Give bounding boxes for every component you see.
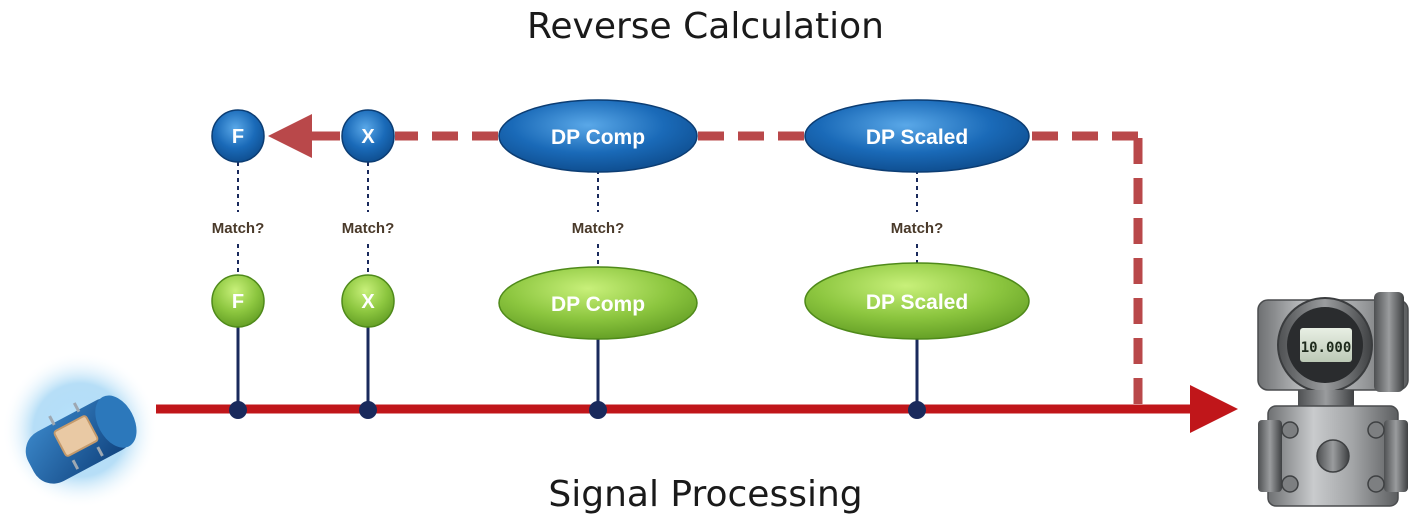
- reverse-calculation-arrow: [312, 131, 1143, 404]
- tap-points: [229, 401, 926, 419]
- reverse-node-dp-scaled: DP Scaled: [804, 99, 1030, 173]
- signal-taps: [236, 326, 919, 410]
- svg-text:X: X: [361, 126, 375, 148]
- sensor-chip-icon: [2, 352, 158, 508]
- match-label-x: Match?: [342, 220, 395, 237]
- svg-text:DP Comp: DP Comp: [551, 293, 645, 316]
- forward-node-dp-comp: DP Comp: [498, 266, 698, 340]
- transmitter-display: 10.000: [1301, 340, 1352, 356]
- pressure-transmitter-icon: 10.000: [1257, 292, 1409, 507]
- tap-point-x: [359, 401, 377, 419]
- svg-text:DP Comp: DP Comp: [551, 126, 645, 149]
- signal-processing-arrow: [156, 385, 1238, 433]
- reverse-arrowhead: [268, 114, 312, 158]
- reverse-calculation-title: Reverse Calculation: [527, 6, 884, 47]
- svg-text:X: X: [361, 291, 375, 313]
- forward-node-x: X: [341, 274, 395, 328]
- tap-point-f: [229, 401, 247, 419]
- match-connectors: [237, 162, 918, 276]
- svg-text:F: F: [232, 291, 244, 313]
- svg-text:DP Scaled: DP Scaled: [866, 126, 968, 149]
- svg-text:DP Scaled: DP Scaled: [866, 291, 968, 314]
- match-label-dp-scaled: Match?: [891, 220, 944, 237]
- match-label-f: Match?: [212, 220, 265, 237]
- svg-text:F: F: [232, 126, 244, 148]
- tap-point-dp-scaled: [908, 401, 926, 419]
- reverse-node-dp-comp: DP Comp: [498, 99, 698, 173]
- reverse-node-x: X: [341, 109, 395, 163]
- forward-node-dp-scaled: DP Scaled: [804, 262, 1030, 340]
- forward-node-f: F: [211, 274, 265, 328]
- signal-processing-title: Signal Processing: [548, 474, 863, 515]
- match-label-dp-comp: Match?: [572, 220, 625, 237]
- tap-point-dp-comp: [589, 401, 607, 419]
- reverse-node-f: F: [211, 109, 265, 163]
